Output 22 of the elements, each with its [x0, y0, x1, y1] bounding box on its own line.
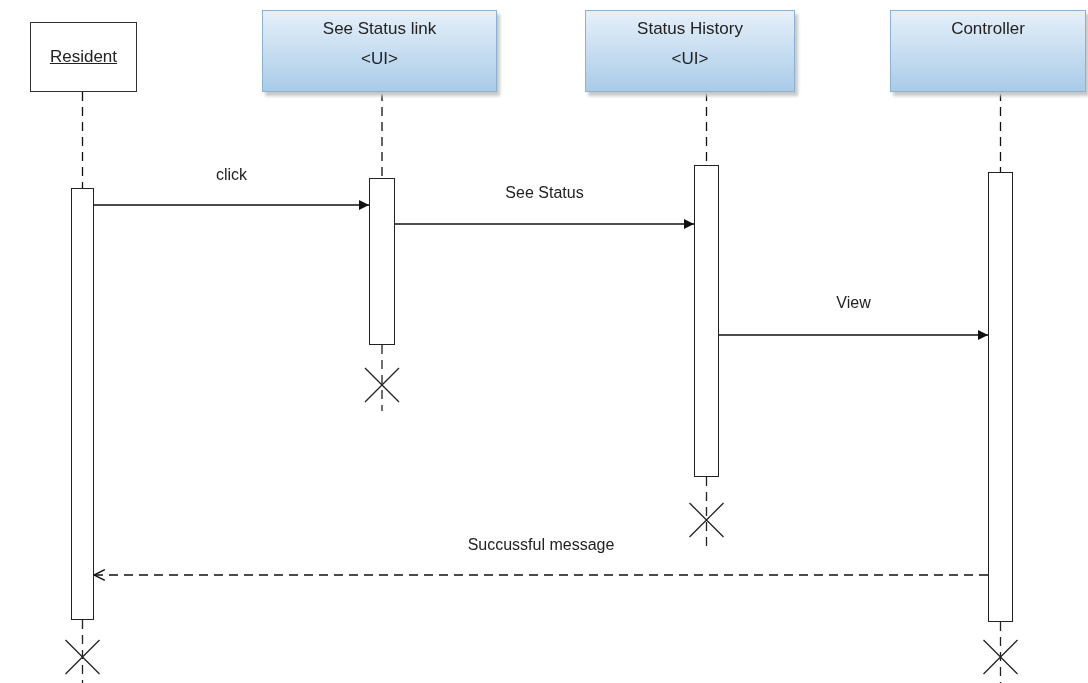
participant-name: See Status link	[322, 19, 437, 39]
stereotype-label: <UI>	[361, 49, 398, 69]
lifeline	[81, 91, 84, 189]
participant-name: Status History	[637, 19, 743, 39]
activation-bar	[369, 178, 395, 345]
participant-name: Controller	[951, 19, 1025, 39]
participant-box	[262, 10, 497, 92]
edge-label: Succussful message	[465, 536, 617, 554]
participant-box	[30, 22, 137, 92]
lifeline	[381, 91, 383, 179]
message-arrow	[394, 219, 695, 229]
participant-box	[585, 10, 795, 92]
stereotype-label: <UI>	[671, 49, 709, 69]
participant-name: Resident	[49, 47, 118, 67]
lifeline	[999, 91, 1002, 173]
return-message-arrow	[93, 568, 989, 582]
activation-bar	[988, 172, 1013, 622]
message-arrow	[93, 200, 370, 210]
message-arrow	[718, 330, 989, 340]
activation-bar	[694, 165, 719, 477]
participant-box	[890, 10, 1086, 92]
activation-bar	[71, 188, 94, 620]
